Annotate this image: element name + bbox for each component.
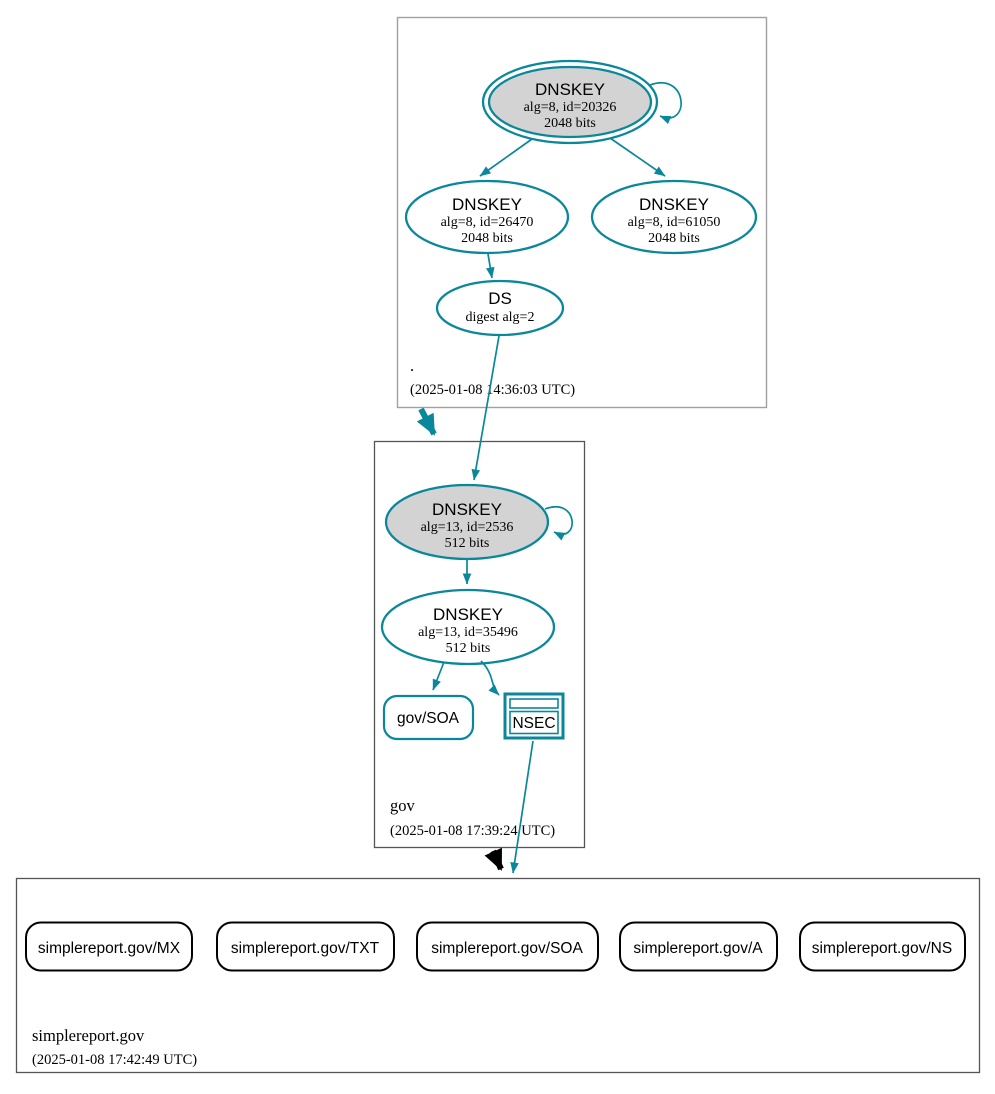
- dnskey-node-root-ksk: DNSKEY alg=8, id=20326 2048 bits: [481, 59, 659, 145]
- rrset-simplereport-mx-label: simplereport.gov/MX: [38, 940, 181, 957]
- dnskey-root-ksk-alg: alg=8, id=20326: [524, 100, 617, 115]
- rrset-gov-soa-rect: [382, 694, 475, 741]
- dnskey-root-zsk2-title: DNSKEY: [639, 195, 709, 214]
- rrset-node-simplereport-ns: simplereport.gov/NS: [799, 921, 966, 972]
- zone-label-gov: gov: [390, 796, 416, 815]
- dnskey-gov-ksk-ellipse: [384, 483, 550, 561]
- dnskey-gov-ksk-alg: alg=13, id=2536: [421, 520, 514, 535]
- dnskey-root-ksk-bits: 2048 bits: [544, 116, 596, 131]
- rrset-simplereport-a-rect: [619, 921, 778, 972]
- rrset-node-simplereport-mx: simplereport.gov/MX: [25, 921, 193, 972]
- dnskey-node-root-zsk2: DNSKEY alg=8, id=61050 2048 bits: [590, 179, 758, 255]
- nsec-node-gov: NSEC: [503, 692, 565, 740]
- dnskey-gov-zsk-alg: alg=13, id=35496: [418, 625, 518, 640]
- dnskey-gov-ksk-title: DNSKEY: [432, 500, 502, 519]
- dnskey-root-zsk2-alg: alg=8, id=61050: [628, 215, 721, 230]
- rrset-simplereport-txt-label: simplereport.gov/TXT: [231, 940, 380, 957]
- rrset-node-simplereport-soa: simplereport.gov/SOA: [416, 921, 599, 972]
- ds-root-digest: digest alg=2: [466, 310, 535, 325]
- dnskey-node-gov-ksk: DNSKEY alg=13, id=2536 512 bits: [384, 483, 550, 561]
- dnskey-root-zsk1-title: DNSKEY: [452, 195, 522, 214]
- zone-timestamp-root: (2025-01-08 14:36:03 UTC): [410, 382, 575, 398]
- nsec-label: NSEC: [512, 715, 555, 732]
- edge-root-ksk-self-sign: [649, 82, 682, 125]
- dnskey-gov-ksk-bits: 512 bits: [445, 536, 490, 551]
- dnskey-root-zsk1-alg: alg=8, id=26470: [441, 215, 534, 230]
- dnskey-root-zsk1-ellipse: [404, 179, 570, 255]
- dnskey-gov-zsk-title: DNSKEY: [433, 605, 503, 624]
- edge-gov-nsec-to-simplereport: [510, 740, 534, 874]
- dnskey-gov-zsk-bits: 512 bits: [446, 641, 491, 656]
- zone-box-simplereport: [15, 877, 981, 1074]
- zone-box-gov: [373, 440, 586, 849]
- rrset-simplereport-ns-label: simplereport.gov/NS: [812, 940, 952, 957]
- zone-timestamp-simplereport: (2025-01-08 17:42:49 UTC): [32, 1052, 197, 1068]
- edge-root-ksk-to-zsk1: [479, 138, 533, 177]
- edge-gov-zsk-to-nsec: [480, 660, 500, 696]
- zone-box-root: [396, 16, 768, 409]
- ds-root-title: DS: [488, 289, 512, 308]
- dnskey-node-root-zsk1: DNSKEY alg=8, id=26470 2048 bits: [404, 179, 570, 255]
- edge-delegation-root-to-gov: [416, 407, 437, 436]
- rrset-simplereport-ns-rect: [799, 921, 966, 972]
- dnskey-root-zsk2-ellipse: [590, 179, 758, 255]
- nsec-top-cell: [509, 698, 559, 709]
- rrset-simplereport-soa-label: simplereport.gov/SOA: [431, 940, 583, 957]
- rrset-gov-soa-label: gov/SOA: [397, 710, 460, 727]
- rrset-node-simplereport-txt: simplereport.gov/TXT: [216, 921, 395, 972]
- dnskey-root-ksk-title: DNSKEY: [535, 80, 605, 99]
- rrset-simplereport-a-label: simplereport.gov/A: [633, 940, 763, 957]
- ds-node-root: DS digest alg=2: [435, 279, 565, 337]
- rrset-simplereport-soa-rect: [416, 921, 599, 972]
- zone-label-simplereport: simplereport.gov: [32, 1026, 145, 1045]
- dnskey-node-gov-zsk: DNSKEY alg=13, id=35496 512 bits: [380, 588, 556, 666]
- edge-root-ds-to-gov-ksk: [471, 335, 500, 481]
- edge-root-ksk-to-zsk2: [609, 137, 666, 177]
- rrset-node-simplereport-a: simplereport.gov/A: [619, 921, 778, 972]
- edge-gov-zsk-to-soa: [432, 661, 445, 691]
- zone-label-root: .: [410, 356, 414, 375]
- dnskey-root-ksk-inner-ellipse: [487, 65, 653, 139]
- zone-timestamp-gov: (2025-01-08 17:39:24 UTC): [390, 823, 555, 839]
- edge-delegation-gov-to-simplereport: [484, 847, 504, 871]
- dnskey-root-zsk2-bits: 2048 bits: [648, 231, 700, 246]
- dnskey-root-zsk1-bits: 2048 bits: [461, 231, 513, 246]
- ds-root-ellipse: [435, 279, 565, 337]
- rrset-simplereport-mx-rect: [25, 921, 193, 972]
- dnskey-gov-zsk-ellipse: [380, 588, 556, 666]
- rrset-node-gov-soa: gov/SOA: [382, 694, 475, 741]
- edge-gov-ksk-self-sign: [544, 506, 573, 541]
- nsec-label-cell: [509, 710, 559, 735]
- edge-root-zsk1-to-ds: [486, 253, 495, 279]
- rrset-simplereport-txt-rect: [216, 921, 395, 972]
